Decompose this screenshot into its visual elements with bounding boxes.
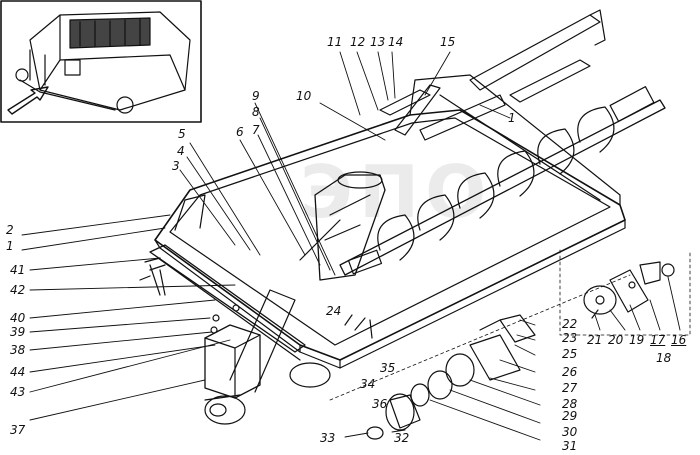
callout-34: 34 [360,377,376,391]
right-parts [559,249,691,336]
callout-17: 17 [650,333,666,347]
leader-lines [21,51,681,441]
callout-39: 39 [10,325,26,339]
callout-23: 23 [562,331,578,345]
callout-37: 37 [10,423,26,437]
callout-16: 16 [671,333,687,347]
watermark: ЭПО [300,150,493,234]
callout-44: 44 [10,365,26,379]
callout-2: 2 [6,223,14,237]
callout-42: 42 [10,283,26,297]
callout-15: 15 [440,35,456,49]
left-fasteners [149,264,373,339]
callout-8: 8 [252,105,260,119]
callout-41: 41 [10,263,26,277]
callout-36: 36 [372,397,388,411]
callout-7: 7 [252,123,260,137]
callout-3: 3 [172,159,180,173]
callout-10: 10 [296,89,312,103]
inset-combine-view [0,0,202,123]
callout-21: 21 [587,333,603,347]
callout-43: 43 [10,385,26,399]
callout-18: 18 [656,351,672,365]
callout-27: 27 [562,381,578,395]
callout-9: 9 [252,89,260,103]
header-frame [139,74,626,369]
left-drive-box [204,289,331,425]
callout-29: 29 [562,409,578,423]
callout-1-right: 1 [508,111,516,125]
callout-13: 13 [370,35,386,49]
callout-5: 5 [178,127,186,141]
callout-14: 14 [388,35,404,49]
callout-33: 33 [320,431,336,445]
callout-24: 24 [326,304,342,318]
auger [339,86,666,276]
callout-28: 28 [562,397,578,411]
callout-20: 20 [608,333,624,347]
callout-30: 30 [562,425,578,439]
drive-housing [299,171,386,281]
callout-19: 19 [629,333,645,347]
callout-22: 22 [562,317,578,331]
callout-4: 4 [177,144,185,158]
callout-26: 26 [562,365,578,379]
callout-35: 35 [380,361,396,375]
callout-40: 40 [10,311,26,325]
callout-11: 11 [327,35,343,49]
callout-1-left: 1 [6,239,14,253]
bearing-assembly [329,274,631,440]
upper-rails [379,9,606,141]
callout-12: 12 [350,35,366,49]
callout-25: 25 [562,347,578,361]
callout-31: 31 [562,439,578,453]
callout-38: 38 [10,343,26,357]
callout-32: 32 [394,431,410,445]
callout-6: 6 [236,125,244,139]
